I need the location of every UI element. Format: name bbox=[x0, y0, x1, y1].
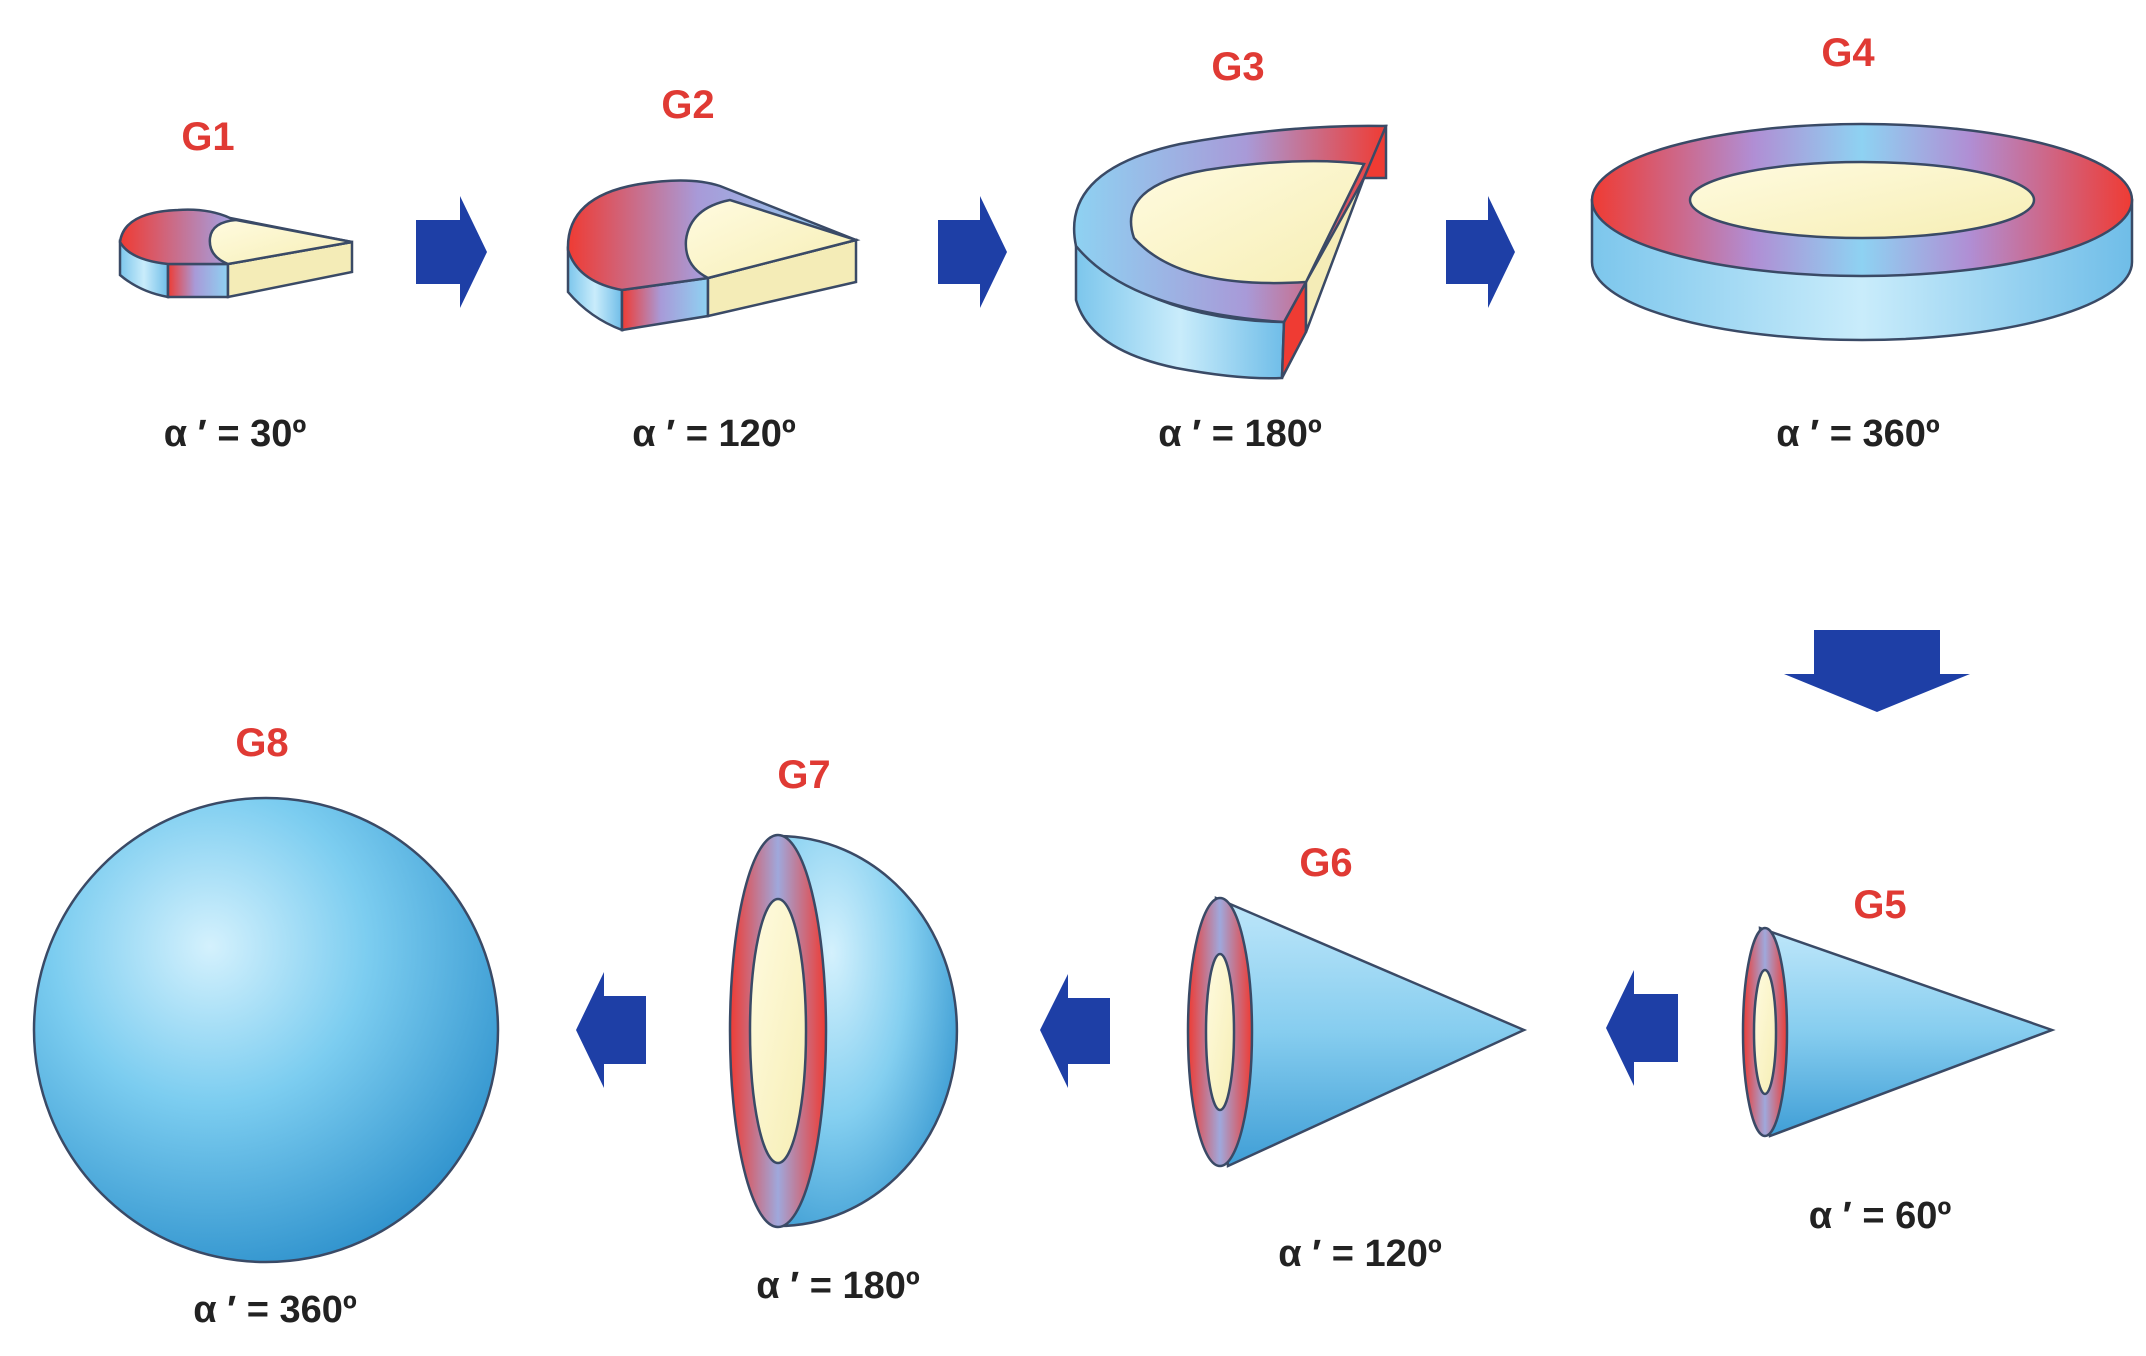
stage-g6: G6 α ′ = 120º bbox=[1186, 841, 1528, 1275]
angle-label: α ′ = 180º bbox=[1158, 413, 1322, 455]
stage-g2: G2 α ′ = 120º bbox=[566, 83, 861, 455]
right-arrow-icon bbox=[416, 196, 487, 308]
stage-label: G2 bbox=[661, 83, 714, 127]
stage-label: G5 bbox=[1853, 883, 1906, 927]
full-ring-shape bbox=[1590, 122, 2134, 342]
stage-label: G1 bbox=[181, 115, 234, 159]
stage-label: G8 bbox=[235, 721, 288, 765]
stage-label: G4 bbox=[1821, 31, 1875, 75]
angle-label: α ′ = 120º bbox=[632, 413, 796, 455]
arrow-left-3 bbox=[576, 972, 646, 1088]
left-arrow-icon bbox=[1040, 974, 1110, 1088]
stage-g1: G1 α ′ = 30º bbox=[118, 115, 354, 455]
down-arrow-icon bbox=[1784, 630, 1970, 712]
stage-label: G7 bbox=[777, 753, 830, 797]
left-arrow-icon bbox=[1606, 970, 1678, 1086]
angle-label: α ′ = 120º bbox=[1278, 1233, 1442, 1275]
arrow-down bbox=[1784, 630, 1970, 712]
arrow-left-1 bbox=[1606, 970, 1678, 1086]
ring-sector-120-shape bbox=[566, 179, 861, 332]
arrow-right-1 bbox=[416, 196, 487, 308]
cone-120-shape bbox=[1186, 896, 1528, 1168]
sphere-shape bbox=[32, 796, 500, 1264]
cone-60-shape bbox=[1741, 926, 2056, 1138]
angle-label: α ′ = 30º bbox=[164, 413, 307, 455]
angle-label: α ′ = 360º bbox=[1776, 413, 1940, 455]
arrow-left-2 bbox=[1040, 974, 1110, 1088]
stage-g7: G7 α ′ = 180º bbox=[728, 753, 959, 1307]
stage-g4: G4 α ′ = 360º bbox=[1590, 31, 2134, 455]
angle-label: α ′ = 60º bbox=[1809, 1195, 1952, 1237]
hemisphere-shape bbox=[728, 833, 959, 1229]
stage-label: G3 bbox=[1211, 45, 1264, 89]
angle-label: α ′ = 180º bbox=[756, 1265, 920, 1307]
angle-label: α ′ = 360º bbox=[193, 1289, 357, 1331]
stage-g8: G8 α ′ = 360º bbox=[32, 721, 500, 1331]
right-arrow-icon bbox=[1446, 196, 1515, 308]
stage-g3: G3 α ′ = 180º bbox=[1072, 45, 1388, 455]
arrow-right-2 bbox=[938, 196, 1007, 308]
stage-label: G6 bbox=[1299, 841, 1352, 885]
ring-sector-30-shape bbox=[118, 208, 354, 299]
left-arrow-icon bbox=[576, 972, 646, 1088]
ring-sector-180-shape bbox=[1072, 124, 1388, 380]
arrow-right-3 bbox=[1446, 196, 1515, 308]
right-arrow-icon bbox=[938, 196, 1007, 308]
stage-g5: G5 α ′ = 60º bbox=[1741, 883, 2056, 1237]
